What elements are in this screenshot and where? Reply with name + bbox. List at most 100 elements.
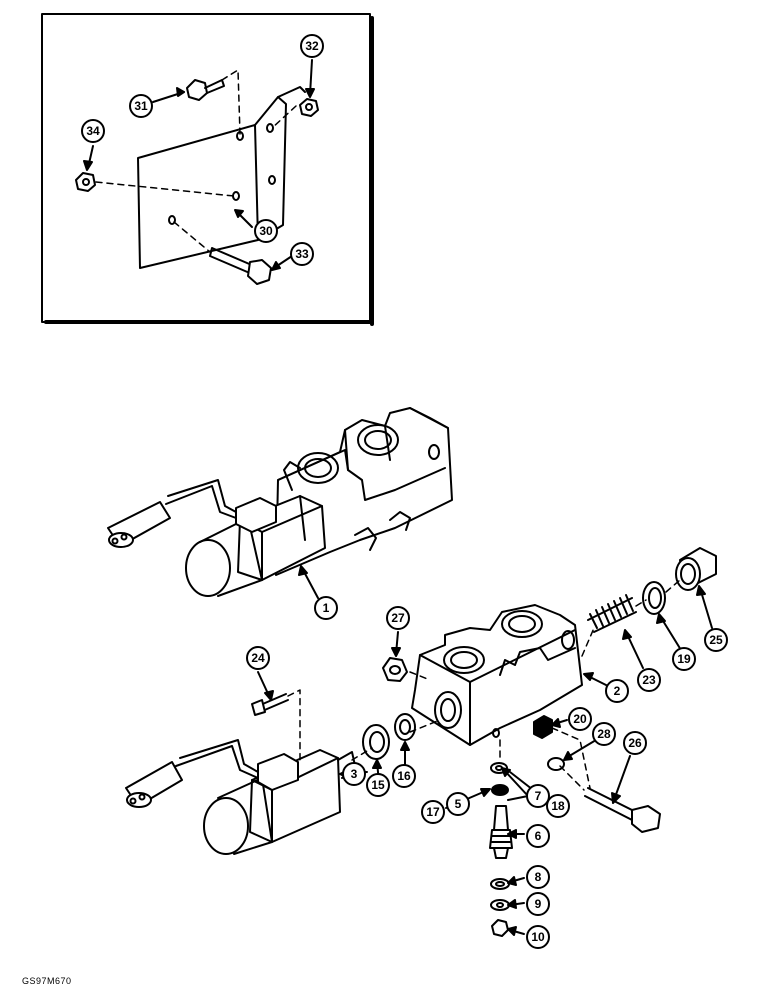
callout-label: 9 [535, 897, 542, 911]
callout-label: 6 [535, 829, 542, 843]
washer-15-shape [362, 724, 390, 760]
plug-20-shape [533, 715, 553, 739]
callout-label: 15 [371, 778, 385, 792]
callout-circle [672, 647, 696, 671]
callout-31: 31 [129, 94, 153, 118]
callout-27: 27 [386, 606, 410, 630]
washer-19-shape [642, 581, 666, 615]
callout-8: 8 [526, 865, 550, 889]
callout-circle [704, 628, 728, 652]
callout-label: 32 [305, 39, 319, 53]
bolt-33-shape [209, 247, 272, 285]
callout-circle [421, 800, 445, 824]
figure-code: GS97M670 [22, 976, 72, 986]
callout-15: 15 [366, 773, 390, 797]
callout-18: 18 [546, 794, 570, 818]
callout-9: 9 [526, 892, 550, 916]
callout-circle [623, 731, 647, 755]
washer-16-shape [394, 713, 416, 741]
callout-label: 1 [323, 601, 330, 615]
callout-1: 1 [314, 596, 338, 620]
callout-circle [392, 764, 416, 788]
callout-circle [81, 119, 105, 143]
seal-5-shape [491, 784, 509, 796]
nut-10-shape [491, 919, 509, 937]
callout-label: 27 [391, 611, 405, 625]
callout-34: 34 [81, 119, 105, 143]
callout-circle [568, 707, 592, 731]
spring-23-shape [587, 594, 637, 633]
cartridge-6-shape [489, 805, 513, 859]
callout-label: 18 [551, 799, 565, 813]
callout-33: 33 [290, 242, 314, 266]
callout-circle [342, 762, 366, 786]
callout-19: 19 [672, 647, 696, 671]
callout-circle [526, 784, 550, 808]
bracket-30-shape [137, 86, 306, 269]
callout-circle [526, 824, 550, 848]
callout-circle [386, 606, 410, 630]
callout-label: 28 [597, 727, 611, 741]
callout-circle [300, 34, 324, 58]
callout-circle [546, 794, 570, 818]
inset-bracket-kit [41, 13, 374, 326]
inset-leaders [83, 59, 315, 271]
callout-23: 23 [637, 668, 661, 692]
callout-16: 16 [392, 764, 416, 788]
nut-32-shape [299, 98, 319, 117]
callout-label: 10 [531, 930, 545, 944]
callout-circle [526, 892, 550, 916]
callout-20: 20 [568, 707, 592, 731]
callout-layer: 3132343033127242231925202826151631757186… [81, 34, 728, 949]
callout-circle [129, 94, 153, 118]
callout-label: 17 [426, 805, 440, 819]
callout-32: 32 [300, 34, 324, 58]
callout-label: 7 [535, 789, 542, 803]
callout-label: 5 [455, 797, 462, 811]
callout-5: 5 [446, 792, 470, 816]
callout-label: 23 [642, 673, 656, 687]
inset-assembly-lines [95, 69, 297, 253]
valve-assembly-1-shape [107, 407, 453, 597]
callout-circle [605, 679, 629, 703]
callout-circle [314, 596, 338, 620]
callout-26: 26 [623, 731, 647, 755]
nut-27-shape [382, 657, 408, 682]
callout-7: 7 [526, 784, 550, 808]
washer-9-shape [490, 899, 510, 911]
callout-circle [637, 668, 661, 692]
callout-label: 26 [628, 736, 642, 750]
nut-34-shape [75, 172, 96, 192]
valve-body-2-shape [411, 604, 583, 746]
bolt-31-shape [186, 79, 225, 101]
callout-label: 33 [295, 247, 309, 261]
callout-2: 2 [605, 679, 629, 703]
callout-10: 10 [526, 925, 550, 949]
callout-28: 28 [592, 722, 616, 746]
callout-label: 30 [259, 224, 273, 238]
callout-label: 19 [677, 652, 691, 666]
callout-24: 24 [246, 646, 270, 670]
washer-8-shape [490, 878, 510, 890]
callout-circle [592, 722, 616, 746]
main-assembly-lines [287, 579, 681, 791]
callout-30: 30 [254, 219, 278, 243]
callout-label: 2 [614, 684, 621, 698]
callout-25: 25 [704, 628, 728, 652]
solenoid-3-shape [125, 739, 357, 855]
callout-circle [526, 925, 550, 949]
callout-label: 8 [535, 870, 542, 884]
callout-label: 24 [251, 651, 265, 665]
callout-17: 17 [421, 800, 445, 824]
callout-circle [526, 865, 550, 889]
bolt-26-shape [584, 787, 661, 833]
callout-label: 34 [86, 124, 100, 138]
plug-25-shape [675, 547, 717, 591]
callout-circle [254, 219, 278, 243]
callout-circle [290, 242, 314, 266]
callout-circle [246, 646, 270, 670]
callout-label: 25 [709, 633, 723, 647]
callout-6: 6 [526, 824, 550, 848]
callout-circle [366, 773, 390, 797]
